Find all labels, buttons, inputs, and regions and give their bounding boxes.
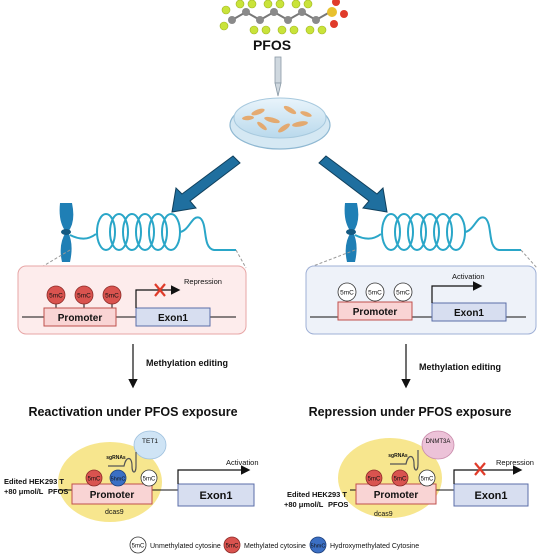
dose-label: +80 μmol/L [4, 487, 44, 496]
legend-symbol: 5mC [132, 544, 145, 550]
left-chromosome-icon [59, 203, 74, 262]
legend-hydroxymethylated-icon [309, 536, 327, 554]
legend: 5mC Unmethylated cytosine 5mC Methylated… [129, 536, 419, 554]
methylated-mark [365, 469, 383, 487]
mark-label: 5mC [368, 290, 382, 297]
enzyme-label: TET1 [142, 438, 158, 445]
mark-label: 5hmC [111, 477, 126, 483]
mark-label: 5mC [394, 477, 407, 483]
right-gene-panel: 5mC 5mC 5mC Promoter Exon1 Activation [305, 265, 537, 335]
exon-box [431, 302, 507, 322]
right-result-title: Repression under PFOS exposure [309, 405, 512, 419]
right-chromosome-icon [344, 203, 359, 262]
enzyme-label: DNMT3A [426, 439, 451, 445]
repression-x-icon [154, 283, 166, 297]
exon-label: Exon1 [454, 308, 484, 319]
status-label: Activation [226, 458, 259, 467]
exon-label: Exon1 [158, 313, 188, 324]
legend-label: Methylated cytosine [244, 543, 306, 550]
status-label: Repression [184, 277, 222, 286]
right-branch-arrow-icon [318, 155, 388, 213]
promoter-label: Promoter [374, 490, 419, 501]
tet1-enzyme-icon [133, 430, 167, 460]
guide-label: sgRNAs [106, 455, 126, 461]
promoter-label: Promoter [90, 490, 135, 501]
unmethylated-mark [393, 282, 413, 302]
mark-label: 5mC [105, 293, 119, 300]
promoter-box [337, 301, 413, 321]
step-label: Methylation editing [146, 358, 228, 368]
exon-box [453, 483, 529, 507]
exon-box [135, 307, 211, 327]
dcas-label: dcas9 [105, 509, 124, 516]
promoter-label: Promoter [353, 307, 398, 318]
methylated-mark [46, 285, 66, 305]
mark-label: 5mC [421, 477, 434, 483]
petri-dish-icon [229, 97, 331, 150]
promoter-box [43, 307, 117, 327]
mark-label: 5mC [143, 477, 156, 483]
mark-label: 5mC [49, 293, 63, 300]
methylated-mark [391, 469, 409, 487]
exon-label: Exon1 [199, 490, 232, 502]
unmethylated-mark [140, 469, 158, 487]
mark-label: 5mC [340, 290, 354, 297]
right-edited-construct: DNMT3A sgRNAs Promoter 5mC 5mC 5mC dcas9… [284, 430, 534, 518]
left-gene-panel: 5mC 5mC 5mC Promoter Exon1 Repression [17, 265, 247, 335]
legend-symbol: 5hmC [311, 544, 326, 550]
mark-label: 5mC [77, 293, 91, 300]
agent-label: PFOS [328, 500, 348, 509]
legend-unmethylated-icon [129, 536, 147, 554]
cell-line-label: Edited HEK293 T [4, 477, 64, 486]
legend-methylated-icon [223, 536, 241, 554]
mark-label: 5mC [396, 290, 410, 297]
dnmt3a-enzyme-icon [421, 430, 455, 460]
left-dna-coil-icon [69, 213, 236, 251]
methylated-mark [102, 285, 122, 305]
sgrna-icon [390, 450, 419, 471]
pfos-molecule-icon [219, 0, 348, 35]
compound-label: PFOS [253, 37, 291, 53]
exon-box [177, 483, 255, 507]
left-result-title: Reactivation under PFOS exposure [28, 405, 237, 419]
agent-label: PFOS [48, 487, 68, 496]
methylated-mark [85, 469, 103, 487]
step-label: Methylation editing [419, 362, 501, 372]
repression-x-icon [474, 462, 486, 476]
promoter-box [71, 483, 153, 505]
right-dna-coil-icon [354, 213, 521, 251]
hydroxymethylated-mark [109, 469, 127, 487]
guide-label: sgRNAs [388, 453, 408, 459]
left-edited-construct: TET1 sgRNAs Promoter 5mC 5hmC 5mC dcas9 … [4, 430, 259, 522]
promoter-label: Promoter [58, 313, 103, 324]
dose-label: +80 μmol/L [284, 500, 324, 509]
unmethylated-mark [365, 282, 385, 302]
mark-label: 5mC [88, 477, 101, 483]
legend-label: Unmethylated cytosine [150, 543, 221, 550]
dcas-label: dcas9 [374, 511, 393, 518]
unmethylated-mark [337, 282, 357, 302]
legend-symbol: 5mC [226, 544, 239, 550]
methylated-mark [74, 285, 94, 305]
status-label: Repression [496, 458, 534, 467]
left-branch-arrow-icon [171, 155, 241, 213]
cell-line-label: Edited HEK293 T [287, 490, 347, 499]
exon-label: Exon1 [474, 490, 507, 502]
status-label: Activation [452, 272, 485, 281]
pipette-icon [274, 56, 282, 97]
unmethylated-mark [418, 469, 436, 487]
mark-label: 5mC [368, 477, 381, 483]
sgrna-icon [108, 452, 137, 473]
legend-label: Hydroxymethylated Cytosine [330, 543, 419, 550]
